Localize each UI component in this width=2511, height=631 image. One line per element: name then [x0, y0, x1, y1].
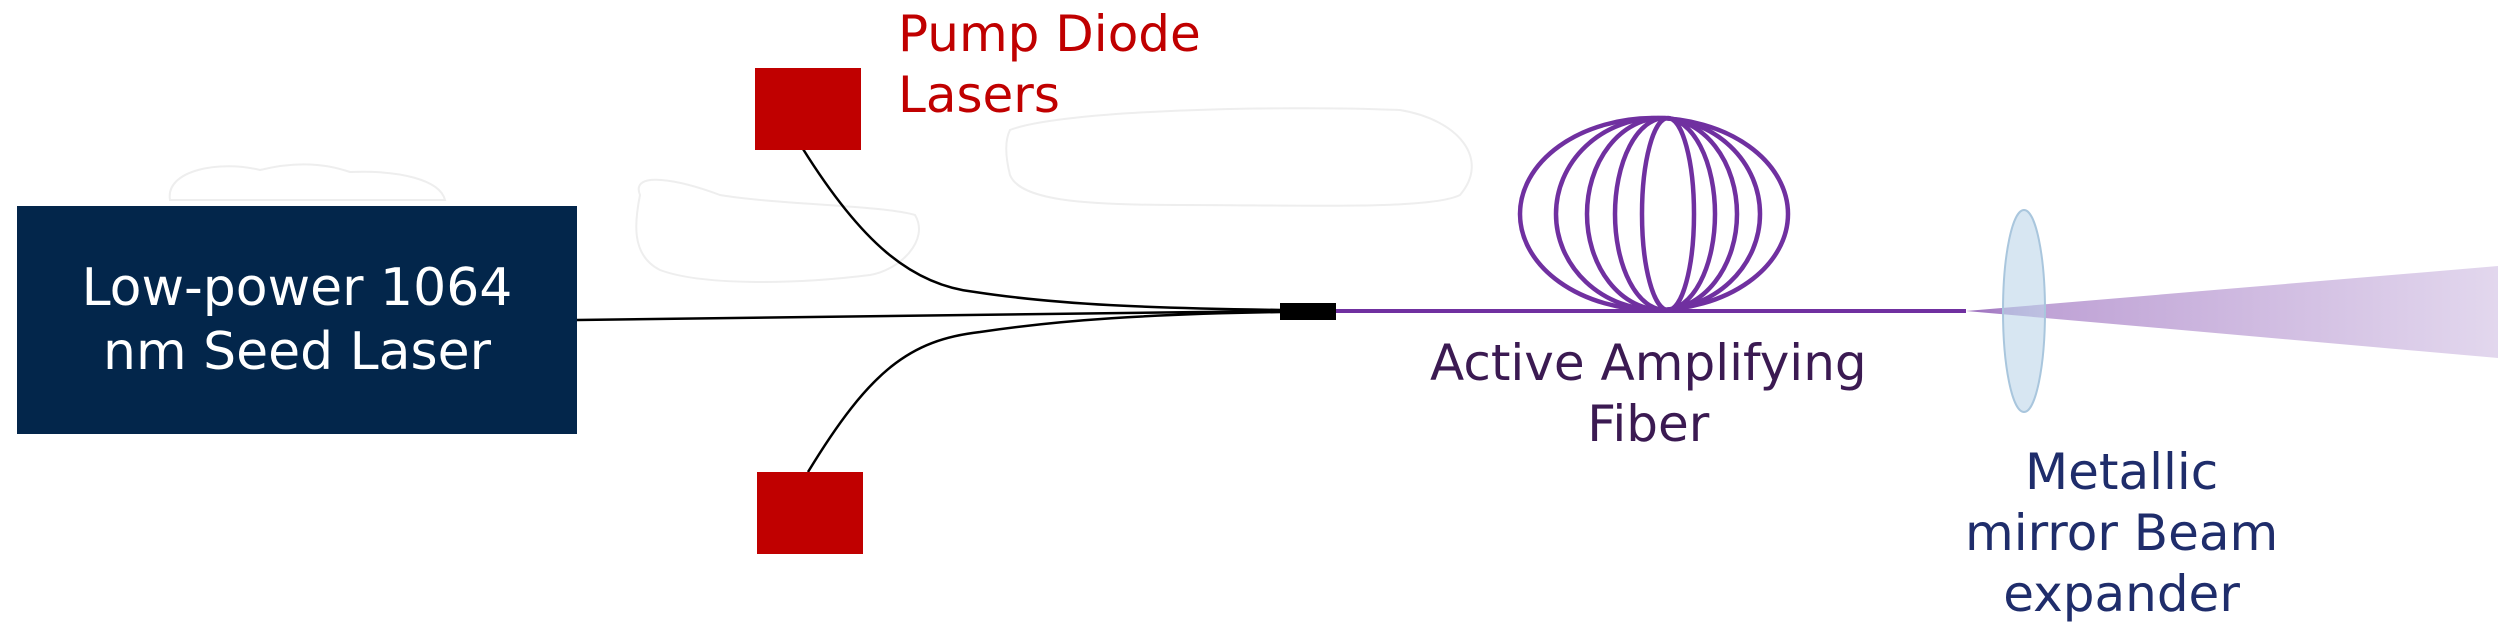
seed-laser-line1: Low-power 1064 — [81, 258, 513, 318]
seed-laser-line2: nm Seed Laser — [103, 322, 491, 382]
seed-laser-label: Low-power 1064 nm Seed Laser — [17, 206, 577, 434]
expander-label-line1: Metallic — [2024, 443, 2219, 501]
faint-cloud-shape — [1005, 107, 1473, 207]
output-beam — [1966, 266, 2498, 358]
pump-fiber-lower — [806, 310, 1283, 473]
beam-expander-label: Metallic mirror Beam expander — [1965, 442, 2278, 625]
pump-label-line2: Lasers — [898, 66, 1060, 124]
faint-cloud-shape — [168, 163, 447, 201]
pump-combiner — [1280, 303, 1336, 320]
expander-label-line2: mirror Beam — [1965, 504, 2279, 562]
pump-fiber-upper — [801, 148, 1283, 312]
pump-label-line1: Pump Diode — [898, 5, 1201, 63]
pump-diode-upper — [755, 68, 861, 150]
faint-cloud-shape — [635, 178, 920, 283]
amplifying-fiber-label: Active Amplifying Fiber — [1430, 333, 1867, 455]
coil-loop — [1517, 115, 1791, 313]
pump-diode-lower — [757, 472, 863, 554]
seed-laser-box — [17, 206, 577, 434]
coil-loop — [1639, 115, 1697, 313]
seed-fiber — [576, 309, 1283, 322]
expander-lens — [2002, 209, 2046, 413]
pump-diode-label: Pump Diode Lasers — [898, 4, 1201, 126]
expander-label-line3: expander — [2003, 565, 2240, 623]
coil-loop — [1612, 115, 1718, 313]
fiber-label-line2: Fiber — [1587, 395, 1710, 453]
fiber-coil — [1517, 115, 1791, 313]
fiber-label-line1: Active Amplifying — [1430, 334, 1867, 392]
